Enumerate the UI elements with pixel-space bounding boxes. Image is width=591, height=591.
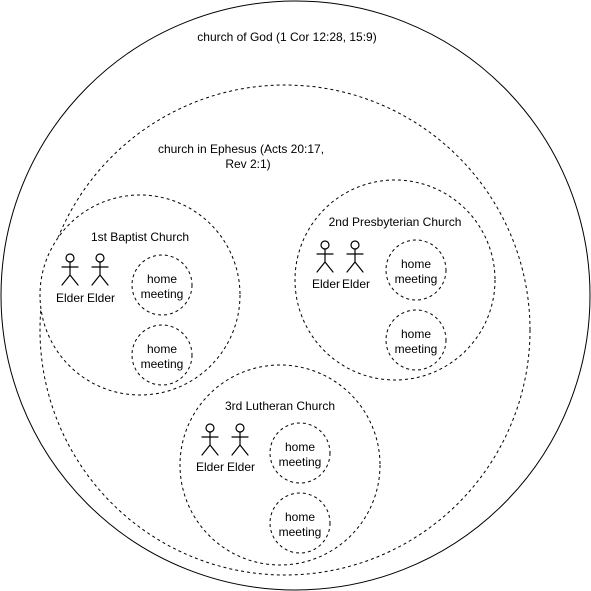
church-2nd-presbyterian: 2nd Presbyterian Church Elder Elder home… xyxy=(294,179,496,381)
home-meeting-circle xyxy=(269,422,331,484)
home-meeting-label-line1: home xyxy=(147,272,177,286)
home-meeting-label-line2: meeting xyxy=(395,272,438,286)
home-meeting-circle xyxy=(269,492,331,554)
home-meeting-circle xyxy=(385,309,447,371)
home-meeting-label-line2: meeting xyxy=(141,357,184,371)
elder-figure-icon xyxy=(61,253,79,286)
elder-figure-icon xyxy=(91,253,109,286)
elder-figure-icon xyxy=(316,240,334,273)
elder-label: Elder xyxy=(312,277,340,291)
home-meeting-label-line1: home xyxy=(285,440,315,454)
home-meeting-label-line2: meeting xyxy=(279,525,322,539)
home-meeting-label-line2: meeting xyxy=(395,342,438,356)
home-meeting: home meeting xyxy=(269,492,331,554)
church-of-god-label: church of God (1 Cor 12:28, 15:9) xyxy=(197,30,376,44)
home-meeting: home meeting xyxy=(131,254,193,316)
elder-figure-icon xyxy=(231,423,249,456)
church-1st-baptist: 1st Baptist Church Elder Elder home meet… xyxy=(39,194,241,396)
elder-figure-icon xyxy=(201,423,219,456)
home-meeting-label-line1: home xyxy=(147,342,177,356)
home-meeting-label-line2: meeting xyxy=(279,455,322,469)
elder-label: Elder xyxy=(196,460,224,474)
church-3rd-lutheran: 3rd Lutheran Church Elder Elder home mee… xyxy=(179,364,381,566)
church-name-label: 2nd Presbyterian Church xyxy=(329,215,462,229)
home-meeting-circle xyxy=(131,324,193,386)
home-meeting-label-line1: home xyxy=(401,257,431,271)
home-meeting: home meeting xyxy=(385,309,447,371)
elder-label: Elder xyxy=(227,460,255,474)
church-name-label: 1st Baptist Church xyxy=(91,230,189,244)
church-in-ephesus-label-line1: church in Ephesus (Acts 20:17, xyxy=(158,142,324,156)
home-meeting-circle xyxy=(131,254,193,316)
home-meeting-label-line1: home xyxy=(401,327,431,341)
elder-label: Elder xyxy=(87,291,115,305)
home-meeting-circle xyxy=(385,239,447,301)
home-meeting-label-line1: home xyxy=(285,510,315,524)
elder-figure-icon xyxy=(346,240,364,273)
home-meeting: home meeting xyxy=(269,422,331,484)
home-meeting: home meeting xyxy=(131,324,193,386)
church-in-ephesus-label-line2: Rev 2:1) xyxy=(225,157,270,171)
elder-label: Elder xyxy=(56,291,84,305)
home-meeting: home meeting xyxy=(385,239,447,301)
home-meeting-label-line2: meeting xyxy=(141,287,184,301)
elder-label: Elder xyxy=(342,277,370,291)
church-name-label: 3rd Lutheran Church xyxy=(225,399,335,413)
